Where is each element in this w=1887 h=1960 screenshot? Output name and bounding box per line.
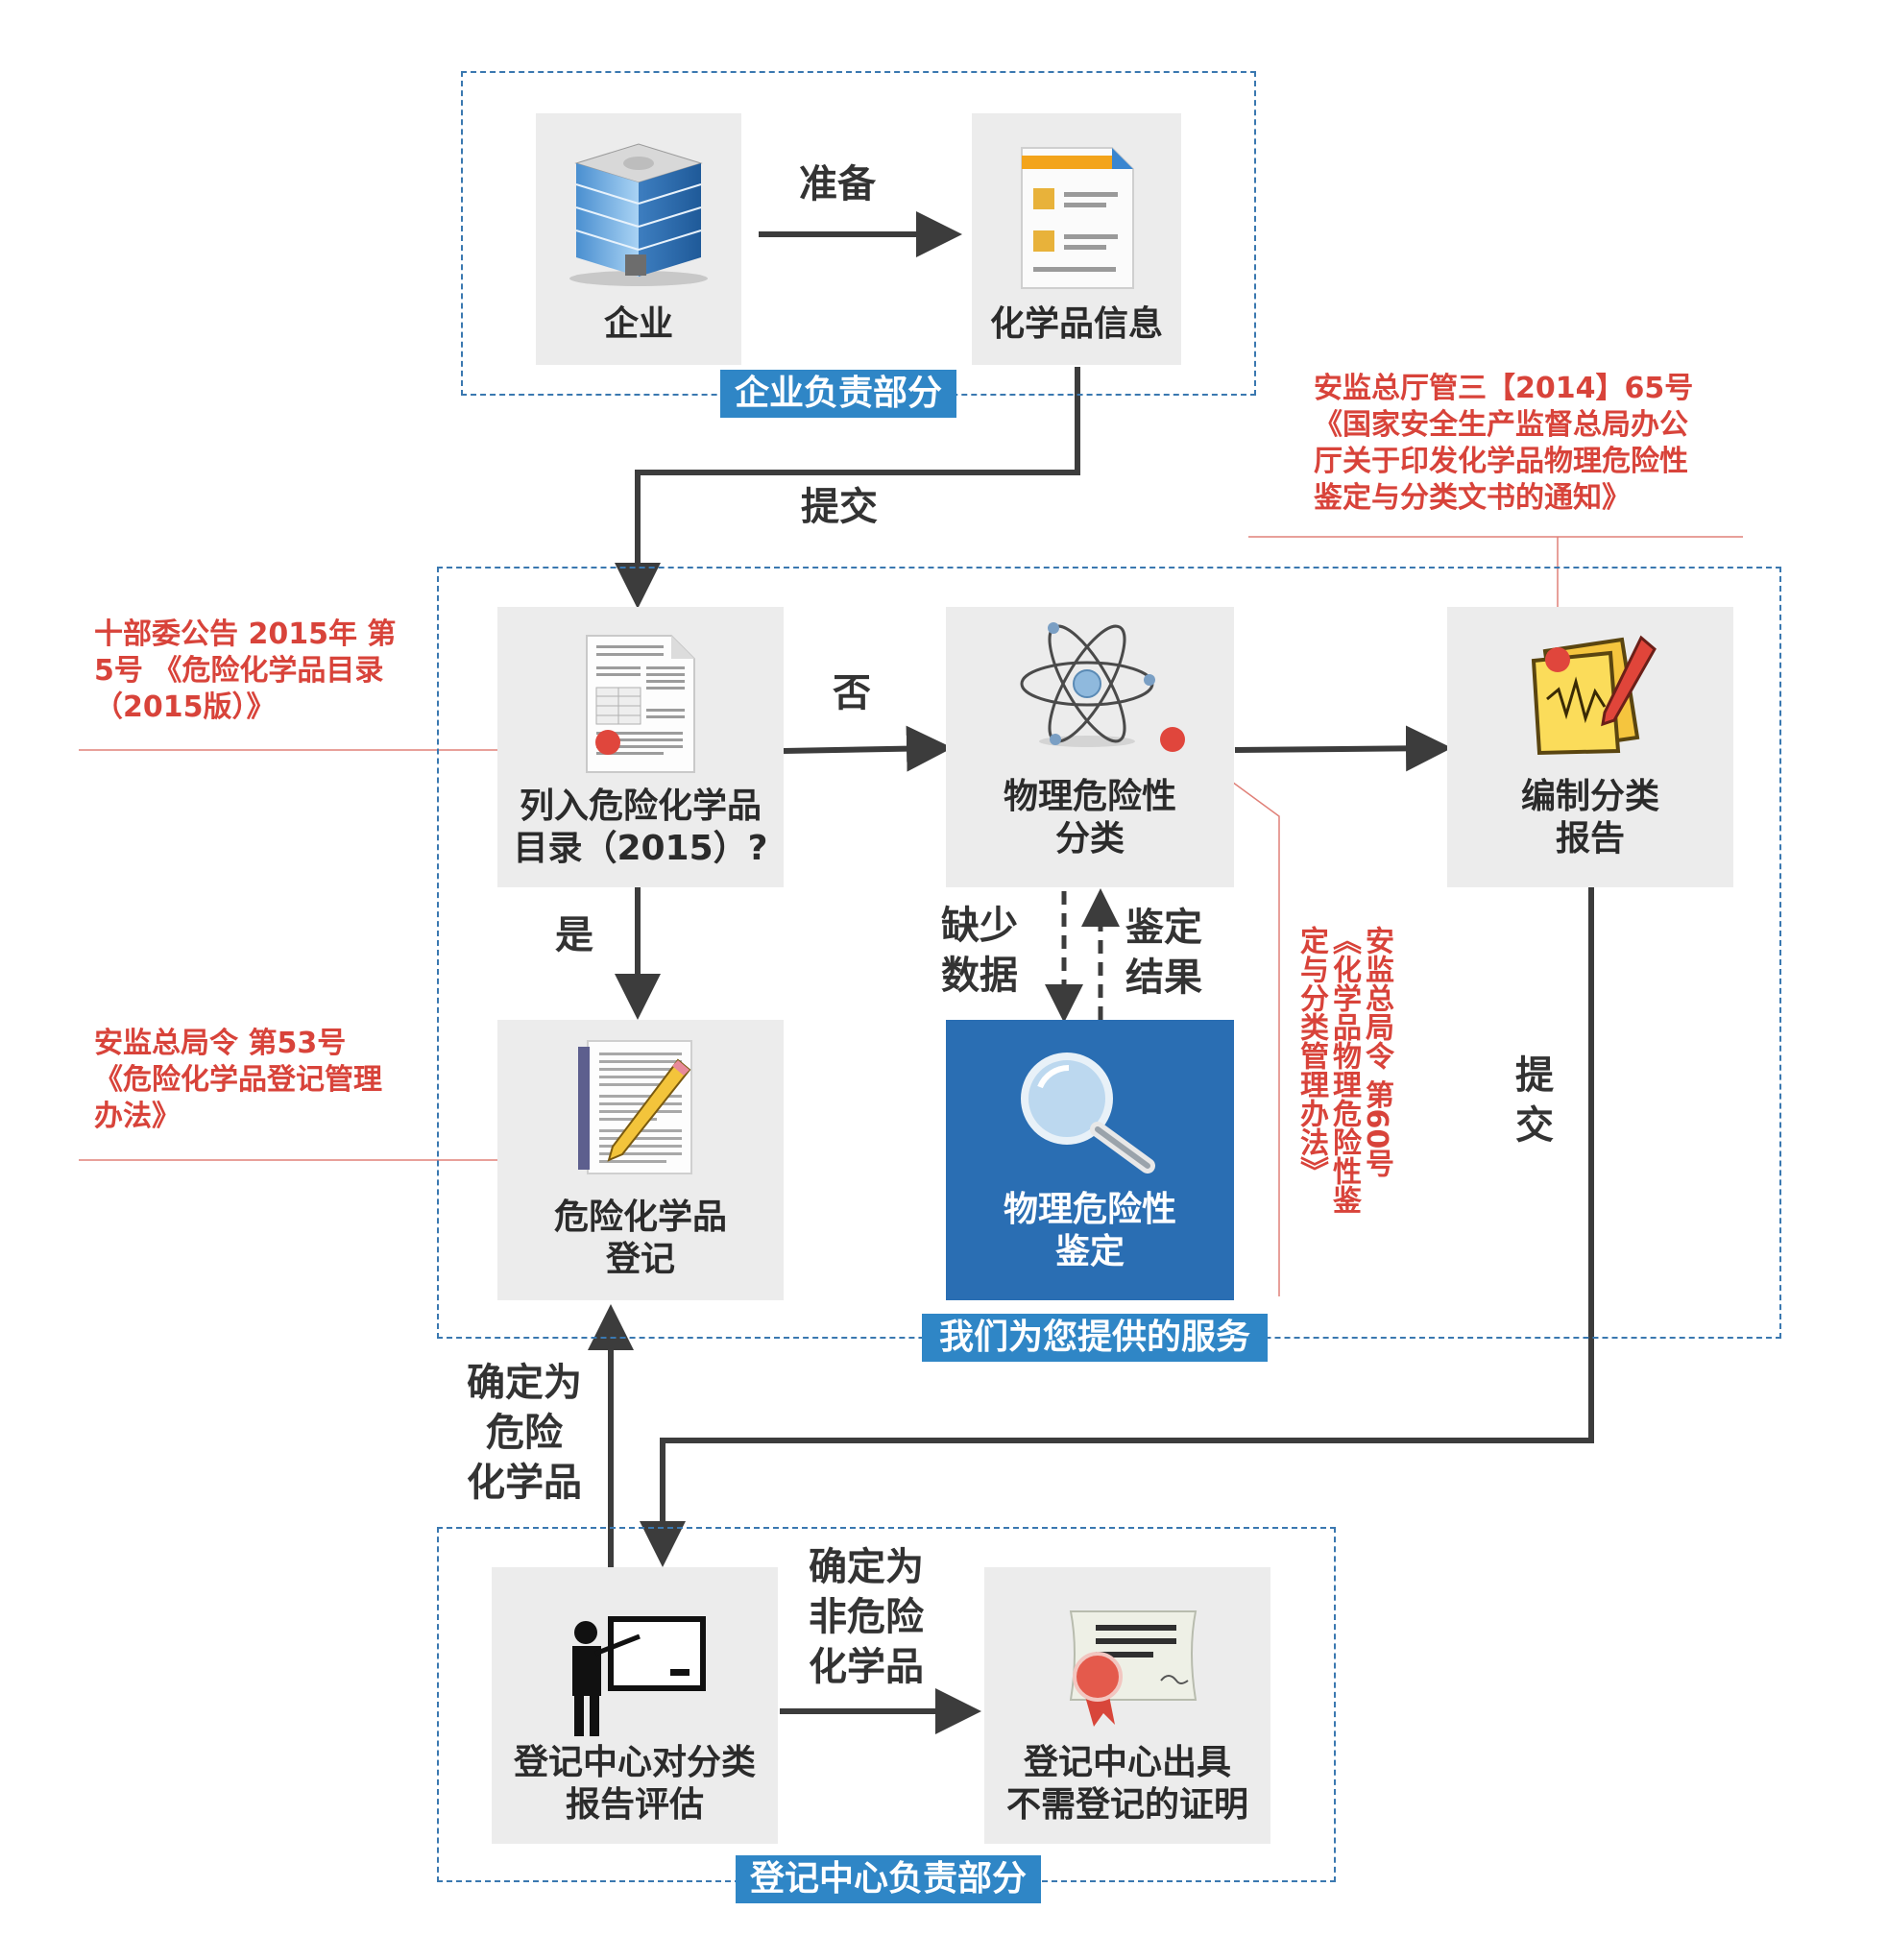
enterprise-region-label: 企业负责部分 [720,370,956,418]
reference-catalog: 十部委公告 2015年 第 5号 《危险化学品目录 （2015版）》 [94,617,397,724]
arrow-to-report [1234,725,1452,772]
flow-missing-data: 缺少 数据 [941,904,1018,998]
certificate-ribbon-icon [1069,1610,1198,1727]
catalog-check-node[interactable]: 列入危险化学品 目录（2015）? [497,607,784,887]
marker-dot-physical [1160,727,1185,752]
flow-yes: 是 [555,913,593,957]
flow-submit-2: 提 交 [1515,1053,1554,1148]
catalog-check-label: 列入危险化学品 目录（2015）? [513,786,768,868]
document-pencil-icon [578,1040,692,1174]
magnifier-icon [1021,1053,1155,1174]
marker-dot-ref65 [1545,647,1570,672]
marker-dot-catalog [595,730,620,755]
flow-submit-1: 提交 [801,485,878,529]
arrow-submit-2 [640,887,1594,1567]
compile-report-node[interactable]: 编制分类 报告 [1447,607,1733,887]
compile-report-label: 编制分类 报告 [1520,777,1659,859]
certificate-node[interactable]: 登记中心出具 不需登记的证明 [984,1567,1270,1844]
hazard-register-node[interactable]: 危险化学品 登记 [497,1020,784,1300]
atom-icon [1020,622,1155,747]
office-building-icon [569,143,708,286]
physical-classify-node[interactable]: 物理危险性 分类 [946,607,1234,887]
reference-53: 安监总局令 第53号 《危险化学品登记管理 办法》 [94,1027,382,1133]
notes-pencil-icon [1531,635,1657,756]
arrow-no [783,725,953,772]
enterprise-node[interactable]: 企业 [536,113,741,365]
flow-prepare: 准备 [799,162,876,206]
arrow-submit-1 [615,367,1080,609]
certificate-label: 登记中心出具 不需登记的证明 [1005,1743,1248,1825]
physical-identify-label: 物理危险性 鉴定 [1003,1190,1176,1271]
chem-info-label: 化学品信息 [989,304,1163,344]
chem-info-node[interactable]: 化学品信息 [972,113,1181,365]
enterprise-label: 企业 [603,304,673,344]
flow-no: 否 [833,671,871,715]
flow-identify-result: 鉴定 结果 [1125,906,1202,1000]
teacher-board-icon [572,1616,706,1736]
service-region-label: 我们为您提供的服务 [922,1314,1268,1362]
document-list-icon [1021,147,1134,289]
physical-identify-node[interactable]: 物理危险性 鉴定 [946,1020,1234,1300]
hazard-register-label: 危险化学品 登记 [553,1198,727,1279]
reference-60: 安监总局令 第60号 《化学品物理危险性鉴 定与分类管理办法》 [1294,926,1393,1214]
flow-confirmed-nonhazard: 确定为 非危险 化学品 [809,1545,924,1689]
reference-65: 安监总厅管三【2014】65号 《国家安全生产监督总局办公 厅关于印发化学品物理… [1314,372,1694,515]
flow-confirmed-hazard: 确定为 危险 化学品 [467,1361,582,1505]
registry-region-label: 登记中心负责部分 [736,1855,1041,1903]
physical-classify-label: 物理危险性 分类 [1003,777,1176,859]
evaluate-label: 登记中心对分类 报告评估 [513,1743,756,1825]
evaluate-node[interactable]: 登记中心对分类 报告评估 [492,1567,778,1844]
